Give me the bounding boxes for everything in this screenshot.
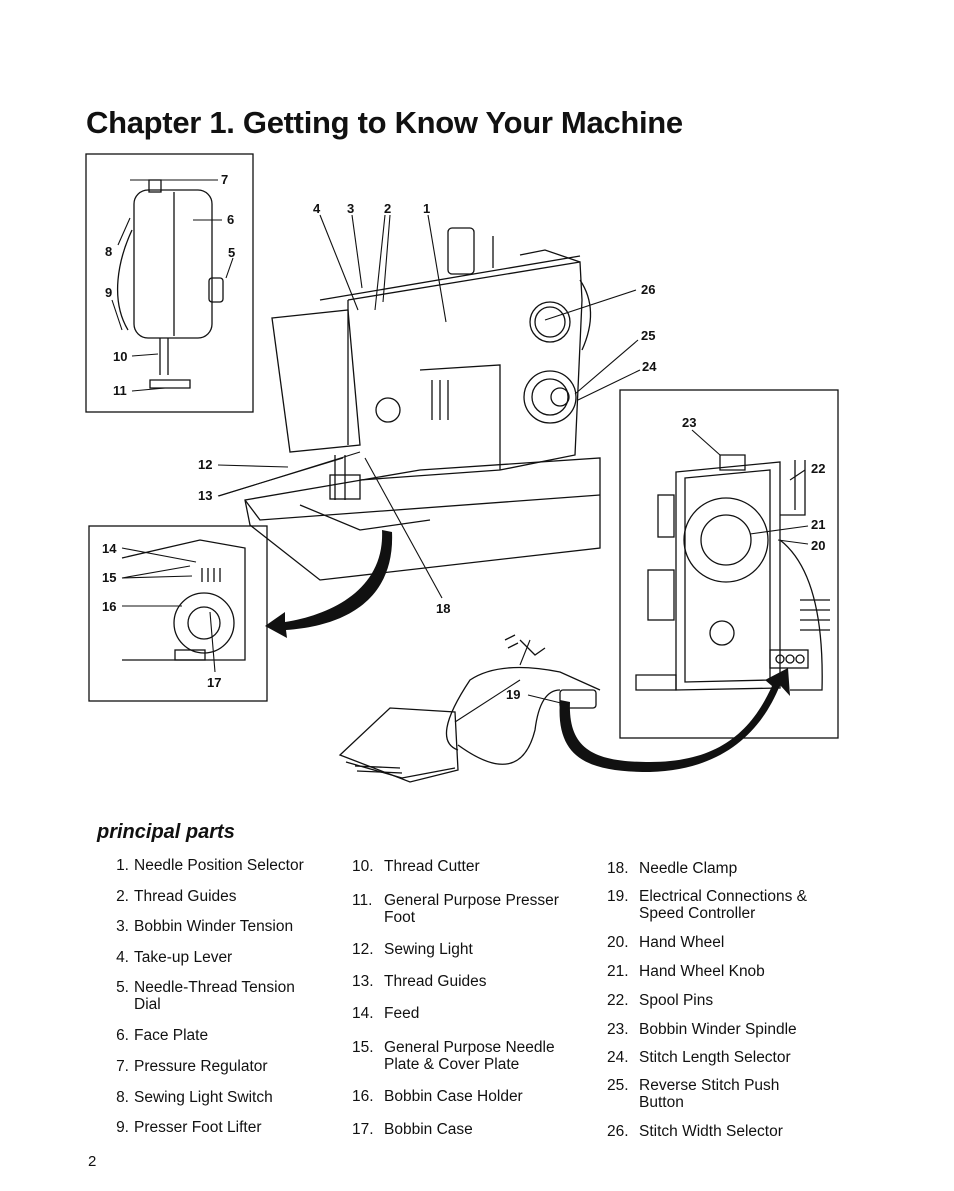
list-item: 14.Feed — [352, 1005, 420, 1022]
list-item: 22.Spool Pins — [607, 992, 714, 1009]
callout-17: 17 — [207, 675, 221, 690]
list-item: 25.Reverse Stitch Push Button — [607, 1077, 780, 1111]
callout-16: 16 — [102, 599, 116, 614]
callout-14: 14 — [102, 541, 117, 556]
foot-controller-drawing — [338, 634, 601, 783]
sewing-machine-diagram: 7 6 8 5 9 10 11 4 3 2 1 26 25 24 23 22 2… — [85, 153, 839, 783]
list-item: 7.Pressure Regulator — [116, 1058, 268, 1075]
list-item: 23.Bobbin Winder Spindle — [607, 1021, 797, 1038]
machine-front-drawing — [244, 227, 601, 581]
callout-26: 26 — [641, 282, 655, 297]
callout-1: 1 — [423, 201, 430, 216]
callout-4: 4 — [313, 201, 321, 216]
callout-labels: 7 6 8 5 9 10 11 4 3 2 1 26 25 24 23 22 2… — [102, 172, 825, 702]
face-inset-box — [85, 153, 254, 413]
list-item: 13.Thread Guides — [352, 973, 487, 990]
list-item: 18.Needle Clamp — [607, 860, 738, 877]
list-item: 2.Thread Guides — [116, 888, 237, 905]
callout-25: 25 — [641, 328, 655, 343]
callout-22: 22 — [811, 461, 825, 476]
callout-2: 2 — [384, 201, 391, 216]
list-item: 6.Face Plate — [116, 1027, 209, 1044]
list-item: 24.Stitch Length Selector — [607, 1049, 791, 1066]
callout-23: 23 — [682, 415, 696, 430]
list-item: 21.Hand Wheel Knob — [607, 963, 765, 980]
list-item: 5.Needle-Thread Tension Dial — [116, 979, 295, 1013]
callout-6: 6 — [227, 212, 234, 227]
callout-21: 21 — [811, 517, 825, 532]
list-item: 11.General Purpose Presser Foot — [352, 892, 559, 926]
callout-15: 15 — [102, 570, 116, 585]
callout-12: 12 — [198, 457, 212, 472]
list-item: 3.Bobbin Winder Tension — [116, 918, 294, 935]
callout-3: 3 — [347, 201, 354, 216]
list-item: 9.Presser Foot Lifter — [116, 1119, 262, 1136]
leader-lines — [111, 179, 809, 723]
list-item: 12.Sewing Light — [352, 941, 473, 958]
list-item: 8.Sewing Light Switch — [116, 1089, 273, 1106]
parts-heading: principal parts — [97, 821, 235, 843]
callout-11: 11 — [113, 383, 127, 398]
machine-side-drawing — [635, 454, 830, 691]
callout-13: 13 — [198, 488, 212, 503]
list-item: 15.General Purpose Needle Plate & Cover … — [352, 1039, 555, 1073]
arrow-to-bobbin-inset — [265, 530, 393, 638]
list-item: 19.Electrical Connections & Speed Contro… — [607, 888, 807, 922]
page-number: 2 — [88, 1153, 97, 1170]
callout-7: 7 — [221, 172, 228, 187]
list-item: 20.Hand Wheel — [607, 934, 725, 951]
arrow-to-side-view — [559, 668, 790, 772]
list-item: 10.Thread Cutter — [352, 858, 480, 875]
callout-8: 8 — [105, 244, 112, 259]
callout-10: 10 — [113, 349, 127, 364]
callout-18: 18 — [436, 601, 450, 616]
face-view-drawing — [117, 179, 224, 389]
callout-19: 19 — [506, 687, 520, 702]
callout-5: 5 — [228, 245, 235, 260]
list-item: 16.Bobbin Case Holder — [352, 1088, 523, 1105]
callout-20: 20 — [811, 538, 825, 553]
callout-9: 9 — [105, 285, 112, 300]
page-title: Chapter 1. Getting to Know Your Machine — [86, 104, 683, 140]
side-view-box — [619, 389, 839, 739]
bobbin-inset-box — [88, 525, 268, 702]
bobbin-area-drawing — [121, 539, 246, 661]
list-item: 26.Stitch Width Selector — [607, 1123, 783, 1140]
list-item: 4.Take-up Lever — [116, 949, 233, 966]
list-item: 17.Bobbin Case — [352, 1121, 473, 1138]
callout-24: 24 — [642, 359, 657, 374]
list-item: 1.Needle Position Selector — [116, 857, 304, 874]
